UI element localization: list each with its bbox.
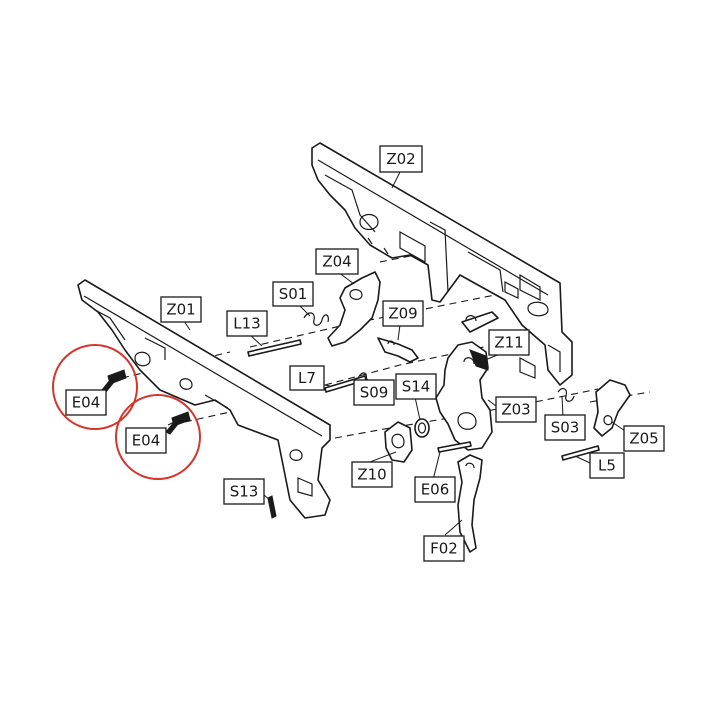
part-z04 <box>327 271 381 347</box>
label-z11: Z11 <box>488 329 530 356</box>
svg-text:Z04: Z04 <box>322 253 351 271</box>
part-e04-screw-lower <box>165 411 191 435</box>
svg-text:L5: L5 <box>598 457 616 475</box>
label-z10: Z10 <box>351 461 393 488</box>
svg-text:E06: E06 <box>421 481 450 499</box>
svg-text:Z03: Z03 <box>501 401 530 419</box>
svg-text:S03: S03 <box>551 419 580 437</box>
part-z10 <box>384 421 413 463</box>
part-z03-hammer <box>435 341 493 451</box>
callout-labels: Z02 Z04 S01 Z01 L13 Z09 Z11 L7 <box>65 145 665 562</box>
part-z01-lower-frame <box>77 279 331 519</box>
label-e04-lower: E04 <box>125 427 167 454</box>
svg-text:L7: L7 <box>298 369 316 387</box>
part-z02-upper-frame <box>311 142 573 386</box>
label-z03: Z03 <box>495 396 537 423</box>
part-f02-trigger <box>457 454 483 553</box>
label-z09: Z09 <box>382 300 424 327</box>
svg-text:Z05: Z05 <box>629 430 658 448</box>
part-s03-spring <box>557 387 575 402</box>
label-s14: S14 <box>395 373 437 400</box>
svg-text:Z10: Z10 <box>357 466 386 484</box>
part-l5-pin <box>561 445 600 461</box>
label-s03: S03 <box>544 414 586 441</box>
svg-text:S01: S01 <box>279 285 308 303</box>
svg-text:L13: L13 <box>233 315 260 333</box>
label-e04-upper: E04 <box>65 389 107 416</box>
svg-text:Z01: Z01 <box>166 301 195 319</box>
svg-text:S14: S14 <box>402 378 431 396</box>
label-z05: Z05 <box>623 425 665 452</box>
highlight-ring-e04-lower <box>115 394 201 480</box>
label-s13: S13 <box>223 478 265 505</box>
label-s09: S09 <box>353 379 395 406</box>
label-l13: L13 <box>226 310 268 337</box>
svg-text:E04: E04 <box>72 394 101 412</box>
part-s01-spring <box>303 312 329 326</box>
highlight-ring-e04-upper <box>52 344 138 430</box>
svg-text:Z09: Z09 <box>388 305 417 323</box>
svg-text:Z11: Z11 <box>494 334 523 352</box>
svg-text:S09: S09 <box>360 384 389 402</box>
label-e06: E06 <box>414 476 456 503</box>
part-s14-spring <box>414 418 430 438</box>
svg-text:S13: S13 <box>230 483 259 501</box>
part-l13-pin <box>247 339 302 357</box>
label-z01: Z01 <box>160 296 202 323</box>
label-z02: Z02 <box>379 145 423 173</box>
label-l7: L7 <box>289 365 325 391</box>
label-f02: F02 <box>423 535 465 562</box>
label-z04: Z04 <box>315 248 359 275</box>
highlight-rings <box>52 344 201 480</box>
svg-text:Z02: Z02 <box>386 150 415 168</box>
svg-text:E04: E04 <box>132 432 161 450</box>
part-e04-screw-upper <box>101 369 127 393</box>
part-z09 <box>377 337 419 363</box>
part-z11 <box>461 311 499 333</box>
label-s01: S01 <box>272 281 314 307</box>
part-s13-spring <box>267 495 277 519</box>
svg-text:F02: F02 <box>430 540 458 558</box>
part-z05 <box>593 379 631 437</box>
label-l5: L5 <box>589 452 625 479</box>
part-e06-pin <box>437 441 472 453</box>
